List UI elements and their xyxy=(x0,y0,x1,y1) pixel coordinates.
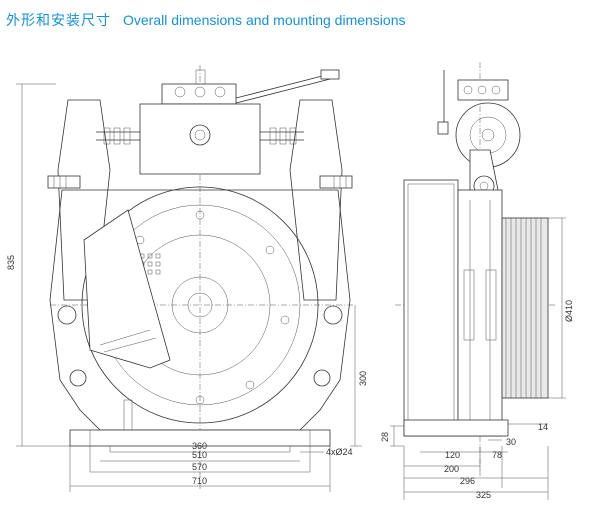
dim-200: 200 xyxy=(444,464,459,474)
dim-360: 360 xyxy=(192,441,207,451)
dim-325: 325 xyxy=(476,490,491,500)
dim-14: 14 xyxy=(538,422,548,432)
title-chinese: 外形和安装尺寸 xyxy=(6,13,111,29)
dim-570: 570 xyxy=(192,462,207,472)
dim-center-height-300: 300 xyxy=(358,371,368,386)
dim-holes: 4xØ24 xyxy=(326,447,353,457)
dim-height-835: 835 xyxy=(6,255,16,270)
dim-28: 28 xyxy=(380,432,390,442)
dim-120: 120 xyxy=(445,450,460,460)
dim-diameter-410: Ø410 xyxy=(564,300,574,322)
side-view: Ø410 28 14 30 120 78 200 296 325 xyxy=(380,62,574,500)
dim-710: 710 xyxy=(192,476,207,486)
dim-296: 296 xyxy=(460,476,475,486)
dim-78: 78 xyxy=(492,450,502,460)
front-view: 835 300 360 510 570 710 4xØ24 xyxy=(6,65,368,492)
dim-510: 510 xyxy=(192,450,207,460)
dim-30: 30 xyxy=(506,437,516,447)
page-header: 外形和安装尺寸 Overall dimensions and mounting … xyxy=(6,10,405,34)
title-english: Overall dimensions and mounting dimensio… xyxy=(123,12,406,28)
